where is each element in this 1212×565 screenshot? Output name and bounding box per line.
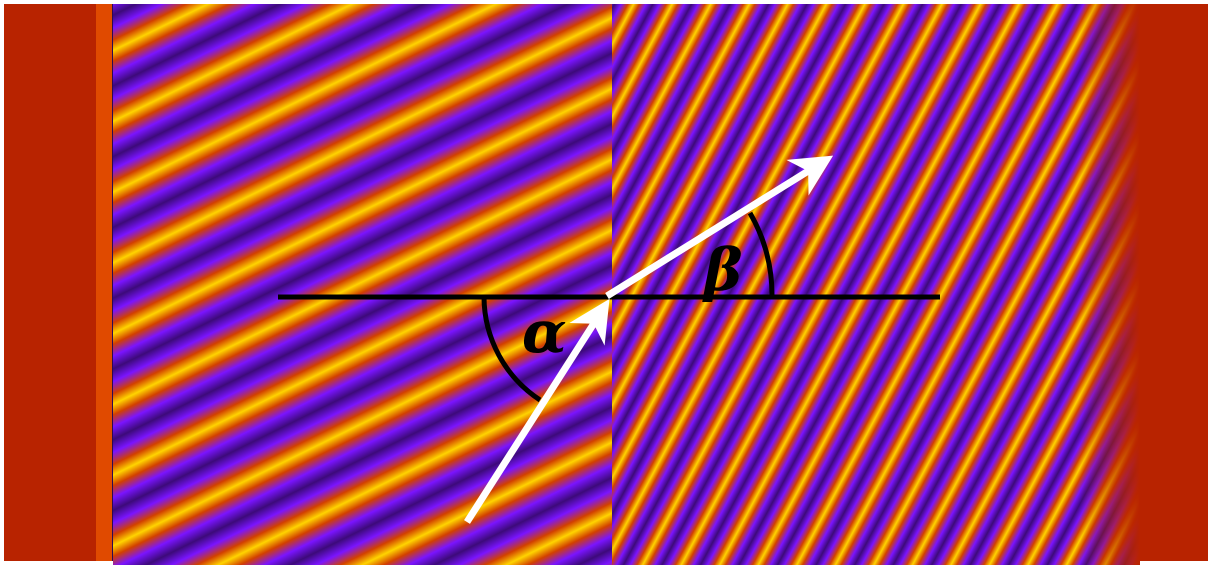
angle-alpha-arc bbox=[481, 296, 542, 403]
angle-beta-arc bbox=[747, 211, 775, 298]
refracted-wave-region bbox=[612, 4, 1140, 565]
refracted-ray-arrow bbox=[605, 155, 834, 299]
angle-beta-label: β bbox=[702, 236, 743, 304]
source-strip bbox=[96, 4, 116, 561]
incident-wave-region bbox=[113, 4, 612, 565]
angle-alpha-label: α bbox=[522, 298, 567, 366]
incident-ray-arrow bbox=[464, 298, 610, 524]
